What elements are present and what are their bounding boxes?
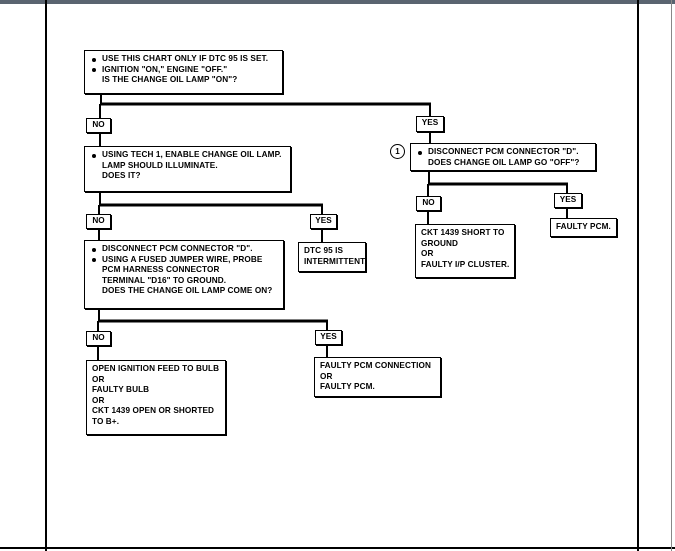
start-box: USE THIS CHART ONLY IF DTC 95 IS SET. IG… <box>84 50 283 94</box>
short-ground-line-2: GROUND <box>421 238 458 248</box>
faulty-connection-line-2: OR <box>320 371 333 381</box>
open-feed-line-2: OR <box>92 374 105 384</box>
yes-tag-right: YES <box>554 193 582 208</box>
connector-test-bullet-2: USING A FUSED JUMPER WIRE, PROBE <box>90 255 278 266</box>
step-marker-1: 1 <box>390 144 405 159</box>
faulty-connection-box: FAULTY PCM CONNECTION OR FAULTY PCM. <box>314 357 441 397</box>
faulty-pcm-box: FAULTY PCM. <box>550 218 617 237</box>
connector-test-line-5: DOES THE CHANGE OIL LAMP COME ON? <box>102 286 273 296</box>
open-feed-line-3: FAULTY BULB <box>92 385 150 395</box>
short-ground-line-3: OR <box>421 249 434 259</box>
tech1-line-3: DOES IT? <box>102 171 141 181</box>
bottom-border-rule <box>0 547 675 549</box>
outer-right-rule <box>671 0 672 551</box>
connector-test-bullet-1: DISCONNECT PCM CONNECTOR "D". <box>90 244 278 255</box>
open-feed-box: OPEN IGNITION FEED TO BULB OR FAULTY BUL… <box>86 360 226 435</box>
start-bullet-2: IGNITION "ON," ENGINE "OFF." <box>90 65 277 76</box>
faulty-connection-line-1: FAULTY PCM CONNECTION <box>320 361 431 370</box>
short-ground-box: CKT 1439 SHORT TO GROUND OR FAULTY I/P C… <box>415 224 515 278</box>
tech1-box: USING TECH 1, ENABLE CHANGE OIL LAMP. LA… <box>84 146 291 192</box>
open-feed-line-1: OPEN IGNITION FEED TO BULB <box>92 364 220 373</box>
no-tag-right: NO <box>416 196 441 211</box>
short-ground-line-4: FAULTY I/P CLUSTER. <box>421 259 510 269</box>
start-bullet-1: USE THIS CHART ONLY IF DTC 95 IS SET. <box>90 54 277 65</box>
connector-test-box: DISCONNECT PCM CONNECTOR "D". USING A FU… <box>84 240 284 309</box>
yes-tag-1: YES <box>416 116 444 132</box>
top-bar <box>0 0 675 4</box>
no-tag-3: NO <box>86 331 111 346</box>
no-tag-2: NO <box>86 214 111 229</box>
open-feed-line-6: TO B+. <box>92 416 120 426</box>
right-border-rule <box>637 0 639 551</box>
disconnect-line-2: DOES CHANGE OIL LAMP GO "OFF"? <box>428 157 580 167</box>
disconnect-box: DISCONNECT PCM CONNECTOR "D". DOES CHANG… <box>410 143 596 171</box>
tech1-line-2: LAMP SHOULD ILLUMINATE. <box>102 160 218 170</box>
intermittent-line-1: DTC 95 IS <box>304 246 344 255</box>
short-ground-line-1: CKT 1439 SHORT TO <box>421 228 505 237</box>
yes-tag-3: YES <box>315 330 342 345</box>
connector-test-line-3: PCM HARNESS CONNECTOR <box>102 265 220 275</box>
faulty-connection-line-3: FAULTY PCM. <box>320 382 375 392</box>
intermittent-box: DTC 95 IS INTERMITTENT. <box>298 242 367 272</box>
tech1-bullet: USING TECH 1, ENABLE CHANGE OIL LAMP. <box>90 150 285 161</box>
intermittent-line-2: INTERMITTENT. <box>304 256 367 266</box>
open-feed-line-4: OR <box>92 395 105 405</box>
disconnect-bullet: DISCONNECT PCM CONNECTOR "D". <box>416 147 590 158</box>
connector-test-line-4: TERMINAL "D16" TO GROUND. <box>102 275 227 285</box>
open-feed-line-5: CKT 1439 OPEN OR SHORTED <box>92 406 215 416</box>
left-border-rule <box>45 0 47 551</box>
yes-tag-2: YES <box>310 214 337 229</box>
start-question: IS THE CHANGE OIL LAMP "ON"? <box>102 75 238 85</box>
no-tag-1: NO <box>86 118 111 133</box>
